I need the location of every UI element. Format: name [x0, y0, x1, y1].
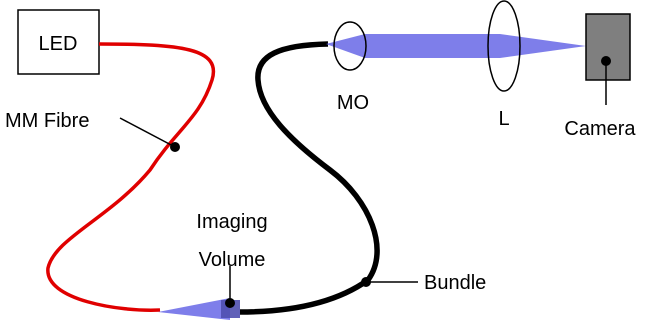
lens — [487, 0, 521, 92]
led-box — [17, 9, 100, 75]
bundle-label: Bundle — [424, 272, 486, 294]
microscope-objective-label: MO — [337, 92, 369, 114]
mm-fibre-label: MM Fibre — [5, 110, 89, 132]
imaging-volume-marker — [225, 298, 235, 308]
lens-label: L — [498, 108, 509, 130]
imaging-bundle — [239, 41, 380, 315]
imaging-volume-label-line1: Imaging — [196, 211, 267, 233]
camera-label: Camera — [564, 118, 636, 140]
imaging-volume-label-line2: Volume — [199, 249, 266, 271]
mm-fibre-marker — [170, 142, 180, 152]
microscope-objective — [333, 21, 367, 71]
illumination-cone — [158, 298, 230, 320]
relay-beam — [326, 34, 586, 58]
mm-fibre — [46, 42, 216, 312]
led-label: LED — [39, 33, 78, 55]
mm-fibre-leader — [119, 117, 176, 148]
camera-body — [585, 13, 631, 81]
